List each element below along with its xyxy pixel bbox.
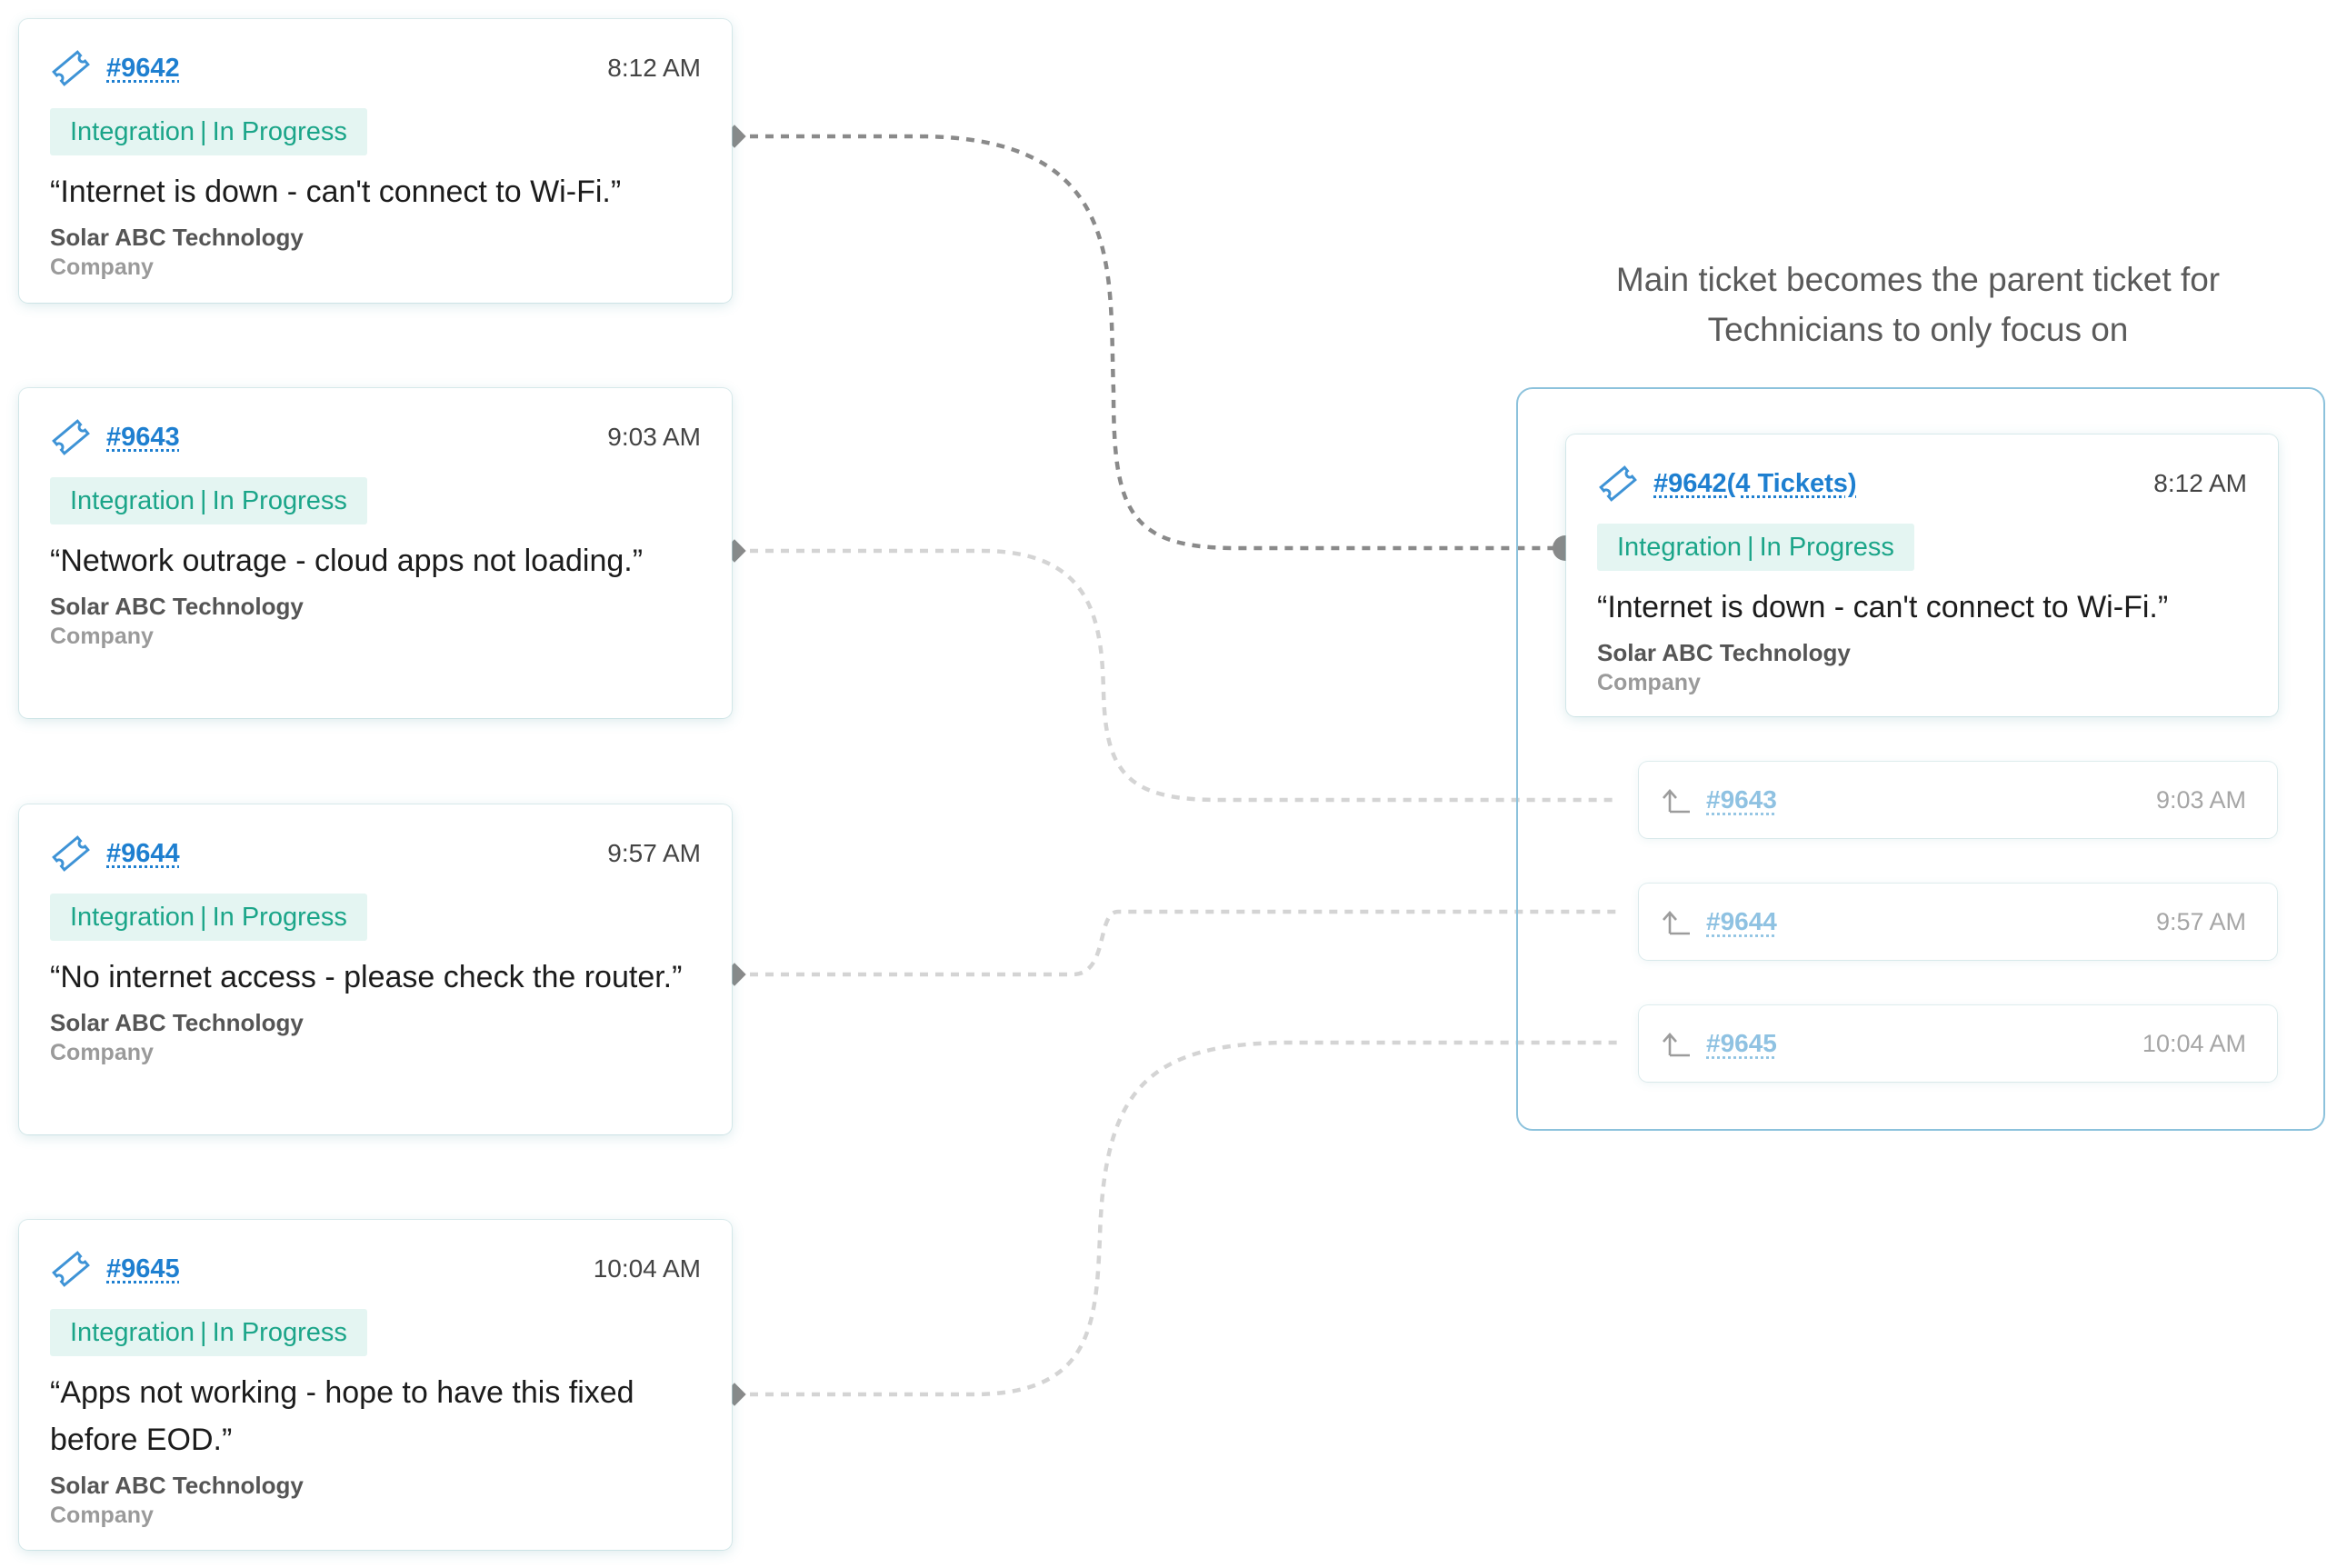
ticket-subject: “Internet is down - can't connect to Wi-… [1597, 590, 2169, 624]
ticket-id-link[interactable]: #9642 [106, 53, 180, 83]
company-label: Company [50, 255, 154, 280]
status-label: In Progress [212, 117, 347, 146]
child-ticket-id-link[interactable]: #9645 [1706, 1029, 1777, 1057]
ticket-id-link[interactable]: #9645 [106, 1253, 180, 1283]
status-badge: Integration|In Progress [50, 1309, 367, 1356]
parent-ticket-group [1516, 387, 2325, 1131]
status-badge: Integration|In Progress [50, 894, 367, 941]
child-ticket-time: 9:03 AM [2155, 785, 2246, 814]
merged-arrow-icon [1659, 904, 1695, 940]
category-label: Integration [70, 486, 195, 515]
child-ticket-id-link[interactable]: #9643 [1706, 785, 1777, 814]
company-name: Solar ABC Technology [1597, 639, 1851, 666]
child-ticket-time: 10:04 AM [2142, 1029, 2246, 1057]
connector-9645-to-child [734, 1040, 1618, 1397]
status-label: In Progress [212, 486, 347, 515]
ticket-icon [50, 1247, 94, 1291]
caption-line-2: Technicians to only focus on [1707, 311, 2129, 348]
status-badge: Integration|In Progress [1597, 524, 1914, 571]
ticket-header: #9643 9:03 AM [50, 415, 701, 459]
company-name: Solar ABC Technology [50, 1009, 304, 1036]
connector-9643-to-child [734, 548, 1618, 803]
parent-ticket-card[interactable]: #9642(4 Tickets) 8:12 AM Integration|In … [1566, 434, 2278, 716]
ticket-card-9642[interactable]: #9642 8:12 AM Integration|In Progress “I… [19, 19, 732, 303]
category-label: Integration [70, 117, 195, 146]
status-badge: Integration|In Progress [50, 477, 367, 524]
ticket-time: 10:04 AM [593, 1254, 701, 1283]
ticket-header: #9645 10:04 AM [50, 1247, 701, 1291]
ticket-icon [50, 832, 94, 875]
child-ticket-row-9644[interactable]: #9644 9:57 AM [1639, 884, 2277, 960]
child-ticket-row-9643[interactable]: #9643 9:03 AM [1639, 762, 2277, 838]
ticket-time: 8:12 AM [2153, 469, 2247, 497]
company-name: Solar ABC Technology [50, 593, 304, 620]
child-ticket-time: 9:57 AM [2155, 907, 2246, 935]
company-label: Company [50, 624, 154, 649]
ticket-subject: “Apps not working - hope to have this fi… [50, 1375, 634, 1457]
ticket-card-9644[interactable]: #9644 9:57 AM Integration|In Progress “N… [19, 804, 732, 1134]
caption-line-1: Main ticket becomes the parent ticket fo… [1615, 261, 2221, 298]
ticket-time: 9:03 AM [607, 423, 701, 451]
ticket-time: 9:57 AM [607, 839, 701, 867]
ticket-header: #9644 9:57 AM [50, 832, 701, 875]
company-label: Company [50, 1040, 154, 1065]
ticket-icon [1597, 462, 1641, 505]
category-label: Integration [70, 1318, 195, 1347]
child-ticket-row-9645[interactable]: #9645 10:04 AM [1639, 1005, 2277, 1082]
diagram-caption: Main ticket becomes the parent ticket fo… [1509, 255, 2327, 355]
company-name: Solar ABC Technology [50, 224, 304, 251]
ticket-icon [50, 415, 94, 459]
ticket-subject: “Network outrage - cloud apps not loadin… [50, 544, 644, 578]
company-name: Solar ABC Technology [50, 1472, 304, 1499]
ticket-id-link[interactable]: #9644 [106, 838, 180, 868]
parent-ticket-id-link[interactable]: #9642(4 Tickets) [1653, 468, 1857, 498]
merged-arrow-icon [1659, 1025, 1695, 1062]
ticket-card-9643[interactable]: #9643 9:03 AM Integration|In Progress “N… [19, 388, 732, 718]
merged-arrow-icon [1659, 782, 1695, 818]
connector-9642-to-parent [734, 134, 1565, 551]
status-badge: Integration|In Progress [50, 108, 367, 155]
ticket-id-link[interactable]: #9643 [106, 422, 180, 452]
status-label: In Progress [212, 1318, 347, 1347]
company-label: Company [50, 1503, 154, 1528]
category-label: Integration [1617, 533, 1743, 562]
ticket-time: 8:12 AM [607, 54, 701, 82]
category-label: Integration [70, 903, 195, 932]
ticket-icon [50, 46, 94, 90]
status-label: In Progress [1759, 533, 1894, 562]
ticket-header: #9642(4 Tickets) 8:12 AM [1597, 462, 2247, 505]
ticket-subject: “Internet is down - can't connect to Wi-… [50, 175, 622, 209]
child-ticket-id-link[interactable]: #9644 [1706, 907, 1777, 935]
ticket-subject: “No internet access - please check the r… [50, 960, 683, 994]
connector-9644-to-child [734, 909, 1618, 977]
status-label: In Progress [212, 903, 347, 932]
ticket-card-9645[interactable]: #9645 10:04 AM Integration|In Progress “… [19, 1220, 732, 1550]
ticket-header: #9642 8:12 AM [50, 46, 701, 90]
company-label: Company [1597, 670, 1701, 695]
